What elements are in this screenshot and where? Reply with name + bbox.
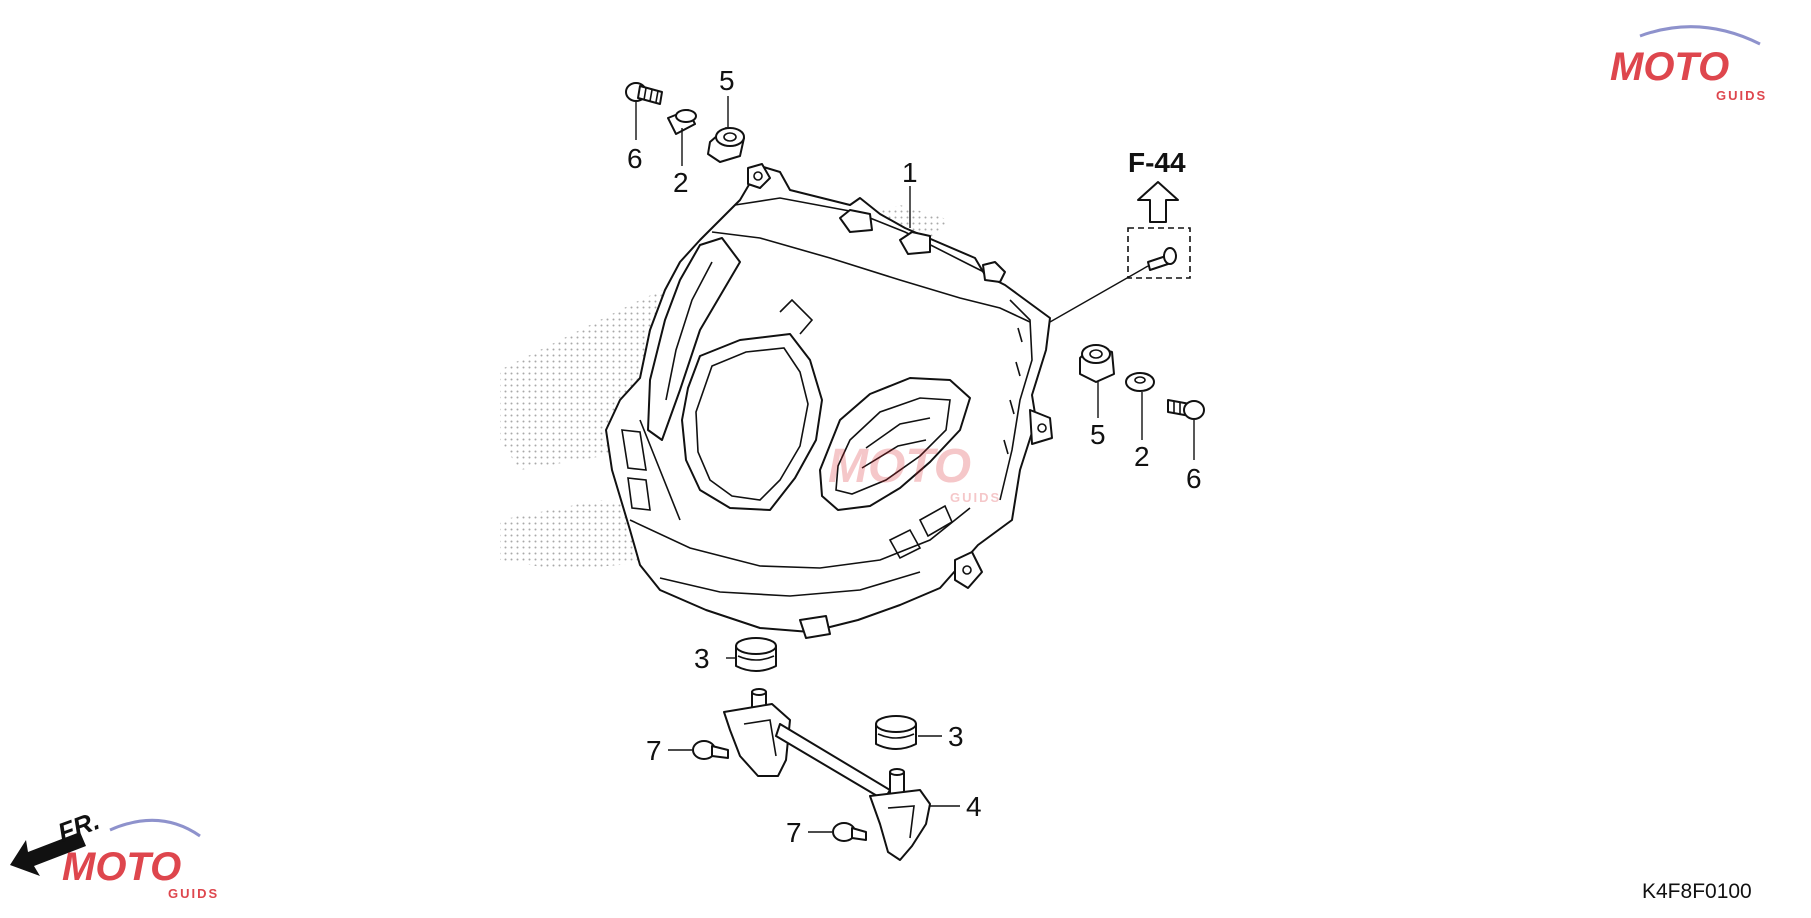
direction-label: FR.: [54, 805, 104, 848]
collar-2-right: [1125, 372, 1155, 392]
grommet-5-left: [707, 127, 745, 163]
callout-7-bottom: 7: [786, 817, 802, 848]
leader-lines: [635, 96, 1195, 833]
front-direction-arrow-icon: [10, 832, 86, 876]
rubber-3-top: [735, 637, 777, 672]
callout-4: 4: [966, 791, 982, 822]
watermark-logo-center: MOTO GUIDS: [828, 440, 1001, 505]
svg-text:GUIDS: GUIDS: [950, 490, 1001, 505]
callout-7-top: 7: [646, 735, 662, 766]
watermark-logo-top-right: MOTO GUIDS: [1610, 25, 1767, 103]
svg-text:MOTO: MOTO: [62, 845, 181, 889]
bolt-6-left: [625, 82, 663, 105]
callout-5-right: 5: [1090, 419, 1106, 450]
callout-2-left: 2: [673, 167, 689, 198]
collar-2-left: [667, 109, 697, 135]
callout-3-top: 3: [694, 643, 710, 674]
callout-2-right: 2: [1134, 441, 1150, 472]
headlight-assembly: [605, 163, 1053, 639]
rubber-3-right: [875, 715, 917, 750]
reference-label: F-44: [1128, 147, 1186, 178]
bolt-6-right: [1167, 399, 1205, 420]
up-arrow-icon: [1137, 181, 1179, 223]
grommet-5-right: [1079, 344, 1115, 383]
callout-1: 1: [902, 157, 918, 188]
reference-box: [1127, 227, 1191, 279]
bolt-7-top: [692, 740, 729, 760]
callout-6-right: 6: [1186, 463, 1202, 494]
svg-text:GUIDS: GUIDS: [1716, 88, 1767, 103]
bracket-4: [723, 688, 931, 861]
callout-6-left: 6: [627, 143, 643, 174]
bolt-7-bottom: [832, 822, 867, 842]
svg-text:GUIDS: GUIDS: [168, 886, 219, 901]
svg-text:MOTO: MOTO: [1610, 45, 1729, 89]
watermark-logo-bottom-left: MOTO GUIDS: [62, 818, 219, 901]
diagram-code: K4F8F0100: [1642, 880, 1752, 903]
callout-3-right: 3: [948, 721, 964, 752]
svg-text:MOTO: MOTO: [828, 440, 971, 493]
callout-5-left: 5: [719, 65, 735, 96]
